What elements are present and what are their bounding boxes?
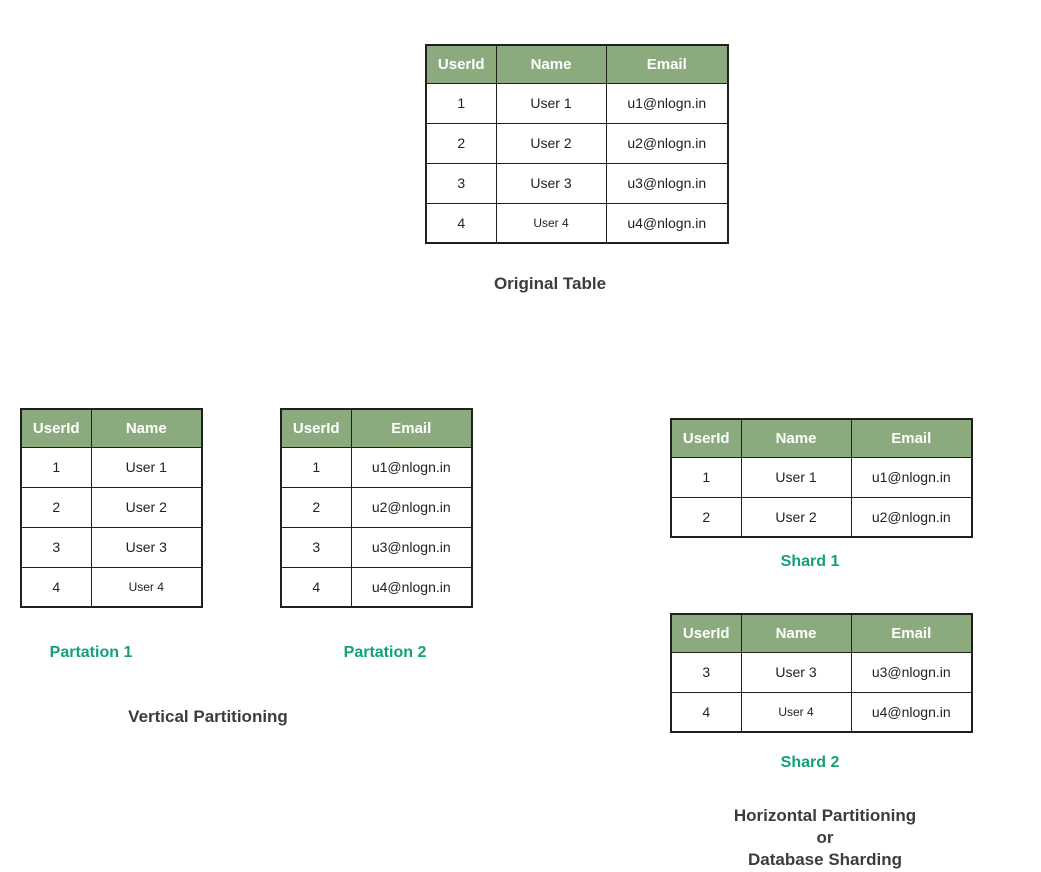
table-cell: u1@nlogn.in	[605, 82, 729, 124]
table-cell: User 4	[495, 202, 607, 244]
table-cell: 4	[670, 691, 742, 733]
table-cell: 2	[670, 496, 742, 538]
column-header: Name	[90, 408, 203, 448]
table-cell: 4	[425, 202, 497, 244]
horizontal-label-line-1: Horizontal Partitioning	[733, 806, 917, 825]
column-header: UserId	[280, 408, 352, 448]
shard-2-caption: Shard 2	[780, 754, 840, 771]
table-cell: 1	[670, 456, 742, 498]
table-cell: 1	[280, 446, 352, 488]
table-cell: 3	[280, 526, 352, 568]
column-header: Email	[350, 408, 473, 448]
table-cell: 4	[280, 566, 352, 608]
horizontal-label-line-2: or	[816, 828, 834, 847]
table-cell: 2	[20, 486, 92, 528]
table-cell: User 4	[740, 691, 852, 733]
table-cell: User 2	[495, 122, 607, 164]
partation-1-caption: Partation 1	[49, 644, 133, 661]
table-cell: u4@nlogn.in	[605, 202, 729, 244]
table-cell: u2@nlogn.in	[850, 496, 973, 538]
table-cell: u1@nlogn.in	[850, 456, 973, 498]
table-cell: User 1	[90, 446, 203, 488]
partation-2-caption: Partation 2	[343, 644, 427, 661]
table-cell: u3@nlogn.in	[850, 651, 973, 693]
column-header: UserId	[425, 44, 497, 84]
table-cell: 1	[425, 82, 497, 124]
table-cell: u2@nlogn.in	[350, 486, 473, 528]
table-cell: u3@nlogn.in	[350, 526, 473, 568]
table-cell: 3	[425, 162, 497, 204]
column-header: Name	[740, 418, 852, 458]
table-cell: u4@nlogn.in	[850, 691, 973, 733]
table-cell: u2@nlogn.in	[605, 122, 729, 164]
column-header: Email	[850, 613, 973, 653]
table-cell: 3	[20, 526, 92, 568]
table-cell: User 2	[740, 496, 852, 538]
table-cell: User 3	[90, 526, 203, 568]
column-header: UserId	[20, 408, 92, 448]
column-header: Email	[850, 418, 973, 458]
table-cell: User 3	[740, 651, 852, 693]
column-header: Name	[740, 613, 852, 653]
table-cell: 3	[670, 651, 742, 693]
horizontal-label-line-3: Database Sharding	[748, 850, 902, 869]
table-cell: User 3	[495, 162, 607, 204]
column-header: Email	[605, 44, 729, 84]
table-cell: User 1	[495, 82, 607, 124]
table-cell: 1	[20, 446, 92, 488]
column-header: UserId	[670, 613, 742, 653]
column-header: Name	[495, 44, 607, 84]
table-cell: u3@nlogn.in	[605, 162, 729, 204]
original-table-caption: Original Table	[493, 274, 607, 293]
vertical-partitioning-label: Vertical Partitioning	[128, 707, 288, 726]
horizontal-partitioning-label: Horizontal Partitioning or Database Shar…	[734, 805, 916, 871]
table-cell: 2	[425, 122, 497, 164]
table-cell: u1@nlogn.in	[350, 446, 473, 488]
column-header: UserId	[670, 418, 742, 458]
table-cell: User 4	[90, 566, 203, 608]
table-cell: User 1	[740, 456, 852, 498]
table-cell: User 2	[90, 486, 203, 528]
table-cell: 2	[280, 486, 352, 528]
table-cell: 4	[20, 566, 92, 608]
table-cell: u4@nlogn.in	[350, 566, 473, 608]
shard-1-caption: Shard 1	[780, 553, 840, 570]
